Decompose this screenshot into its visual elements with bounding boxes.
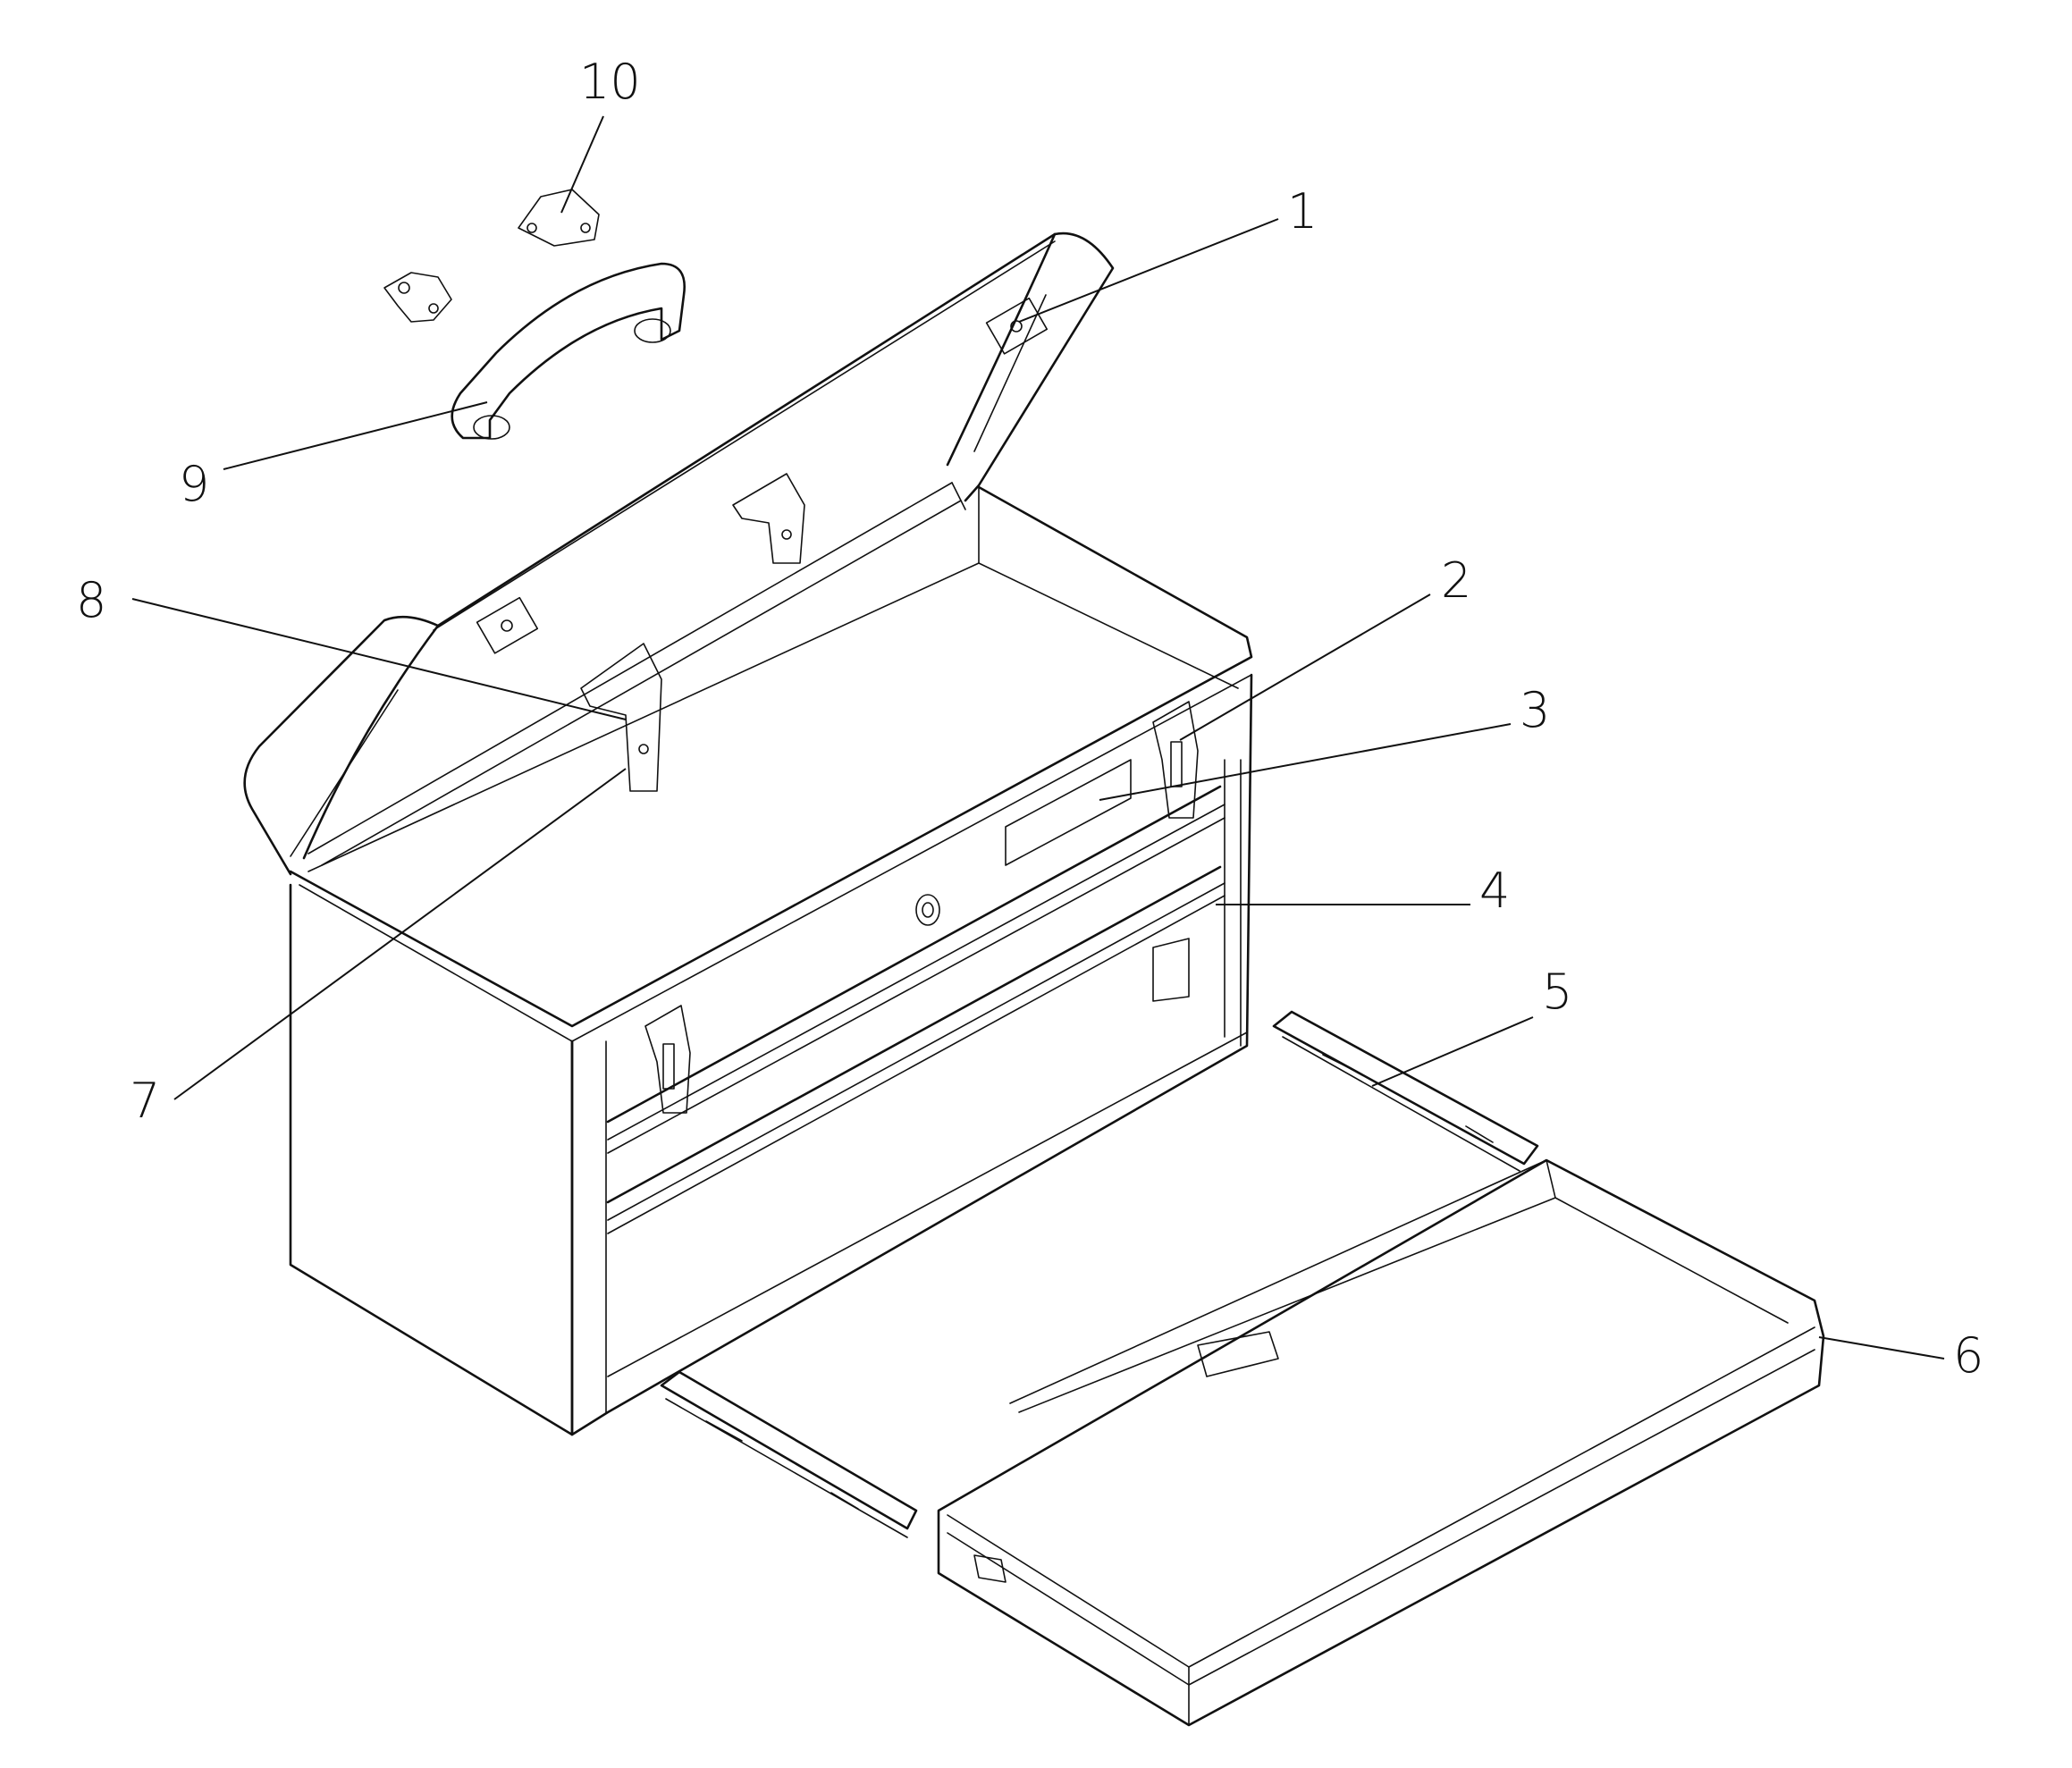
nameplate xyxy=(1005,759,1132,866)
callout-5: 5 xyxy=(1542,964,1572,1020)
front-latch xyxy=(644,701,1199,1114)
handle-bracket xyxy=(383,272,452,323)
callout-2: 2 xyxy=(1441,552,1471,609)
drawer-slide xyxy=(660,1010,1539,1538)
drawer xyxy=(937,1158,1825,1727)
lock xyxy=(915,894,940,926)
callout-6: 6 xyxy=(1953,1327,1984,1384)
handle-mount xyxy=(518,189,600,247)
callout-9: 9 xyxy=(179,456,209,512)
drawer-front-rail xyxy=(606,785,1248,1377)
chest-lid xyxy=(243,232,1115,876)
carry-handle xyxy=(451,262,686,440)
callout-1: 1 xyxy=(1287,183,1318,240)
callout-3: 3 xyxy=(1520,682,1550,738)
callout-10: 10 xyxy=(579,54,641,110)
callout-7: 7 xyxy=(130,1073,160,1129)
callout-4: 4 xyxy=(1479,863,1510,919)
lid-hinge xyxy=(476,297,1049,654)
leader-lines xyxy=(131,115,1945,1360)
callout-labels: 1 2 3 4 5 6 7 8 9 10 xyxy=(76,54,1984,1384)
chest-body xyxy=(289,485,1253,1436)
lid-hasp xyxy=(580,473,805,792)
callout-8: 8 xyxy=(76,572,106,628)
